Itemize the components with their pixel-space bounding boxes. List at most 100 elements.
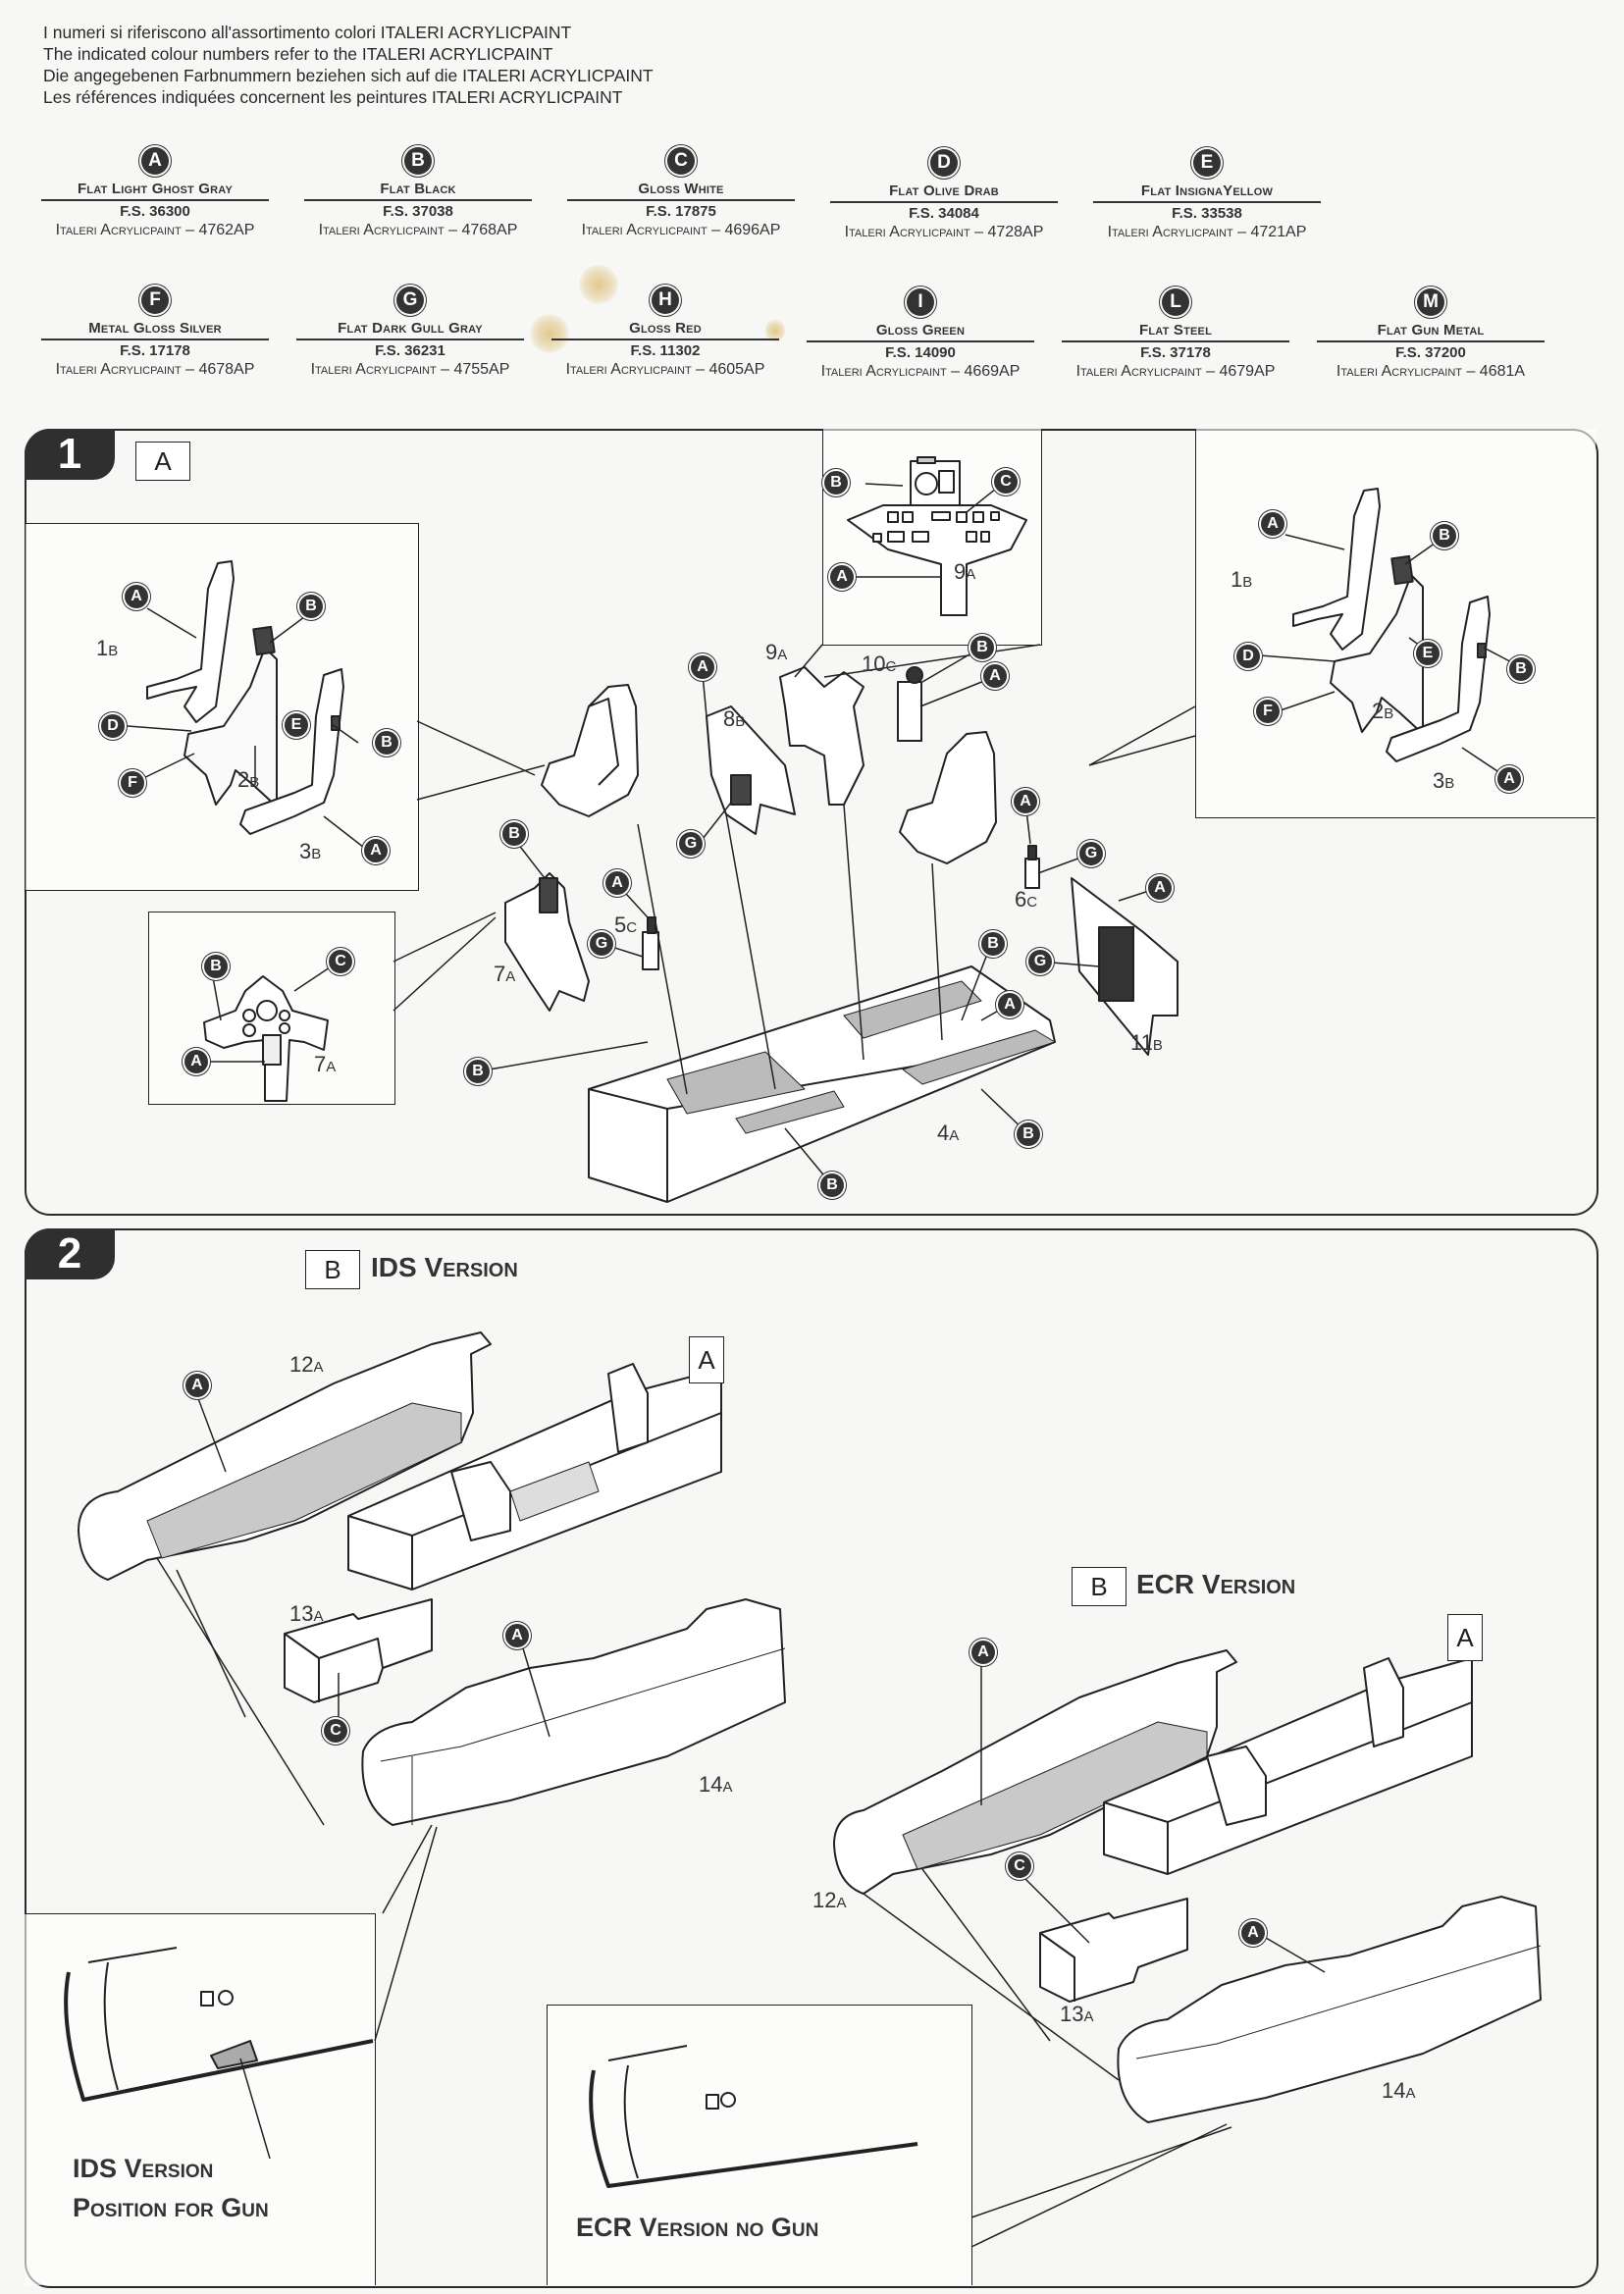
color-callout-b: B: [502, 822, 526, 846]
color-callout-b: B: [204, 955, 228, 978]
stick-part-5c: [642, 916, 659, 970]
sprue-letter: A: [326, 1059, 337, 1075]
part-label-14a: 14A: [699, 1772, 733, 1798]
part-number: 7: [314, 1052, 327, 1076]
color-callout-a: A: [971, 1641, 995, 1664]
ids-gun-caption: IDS Version Position for Gun: [73, 2149, 269, 2227]
color-paint-code: Italeri Acrylicpaint – 4696AP: [581, 222, 781, 238]
color-card-b: B Flat Black F.S. 37038 Italeri Acrylicp…: [304, 147, 532, 239]
color-callout-a: A: [1241, 1921, 1265, 1945]
step-number: 2: [25, 1228, 115, 1279]
part-number: 14: [699, 1772, 723, 1797]
part-number: 10: [862, 652, 886, 676]
color-paint-code: Italeri Acrylicpaint – 4768AP: [318, 222, 518, 238]
ids-caption-line-2: Position for Gun: [73, 2193, 269, 2222]
sprue-letter: B: [1152, 1037, 1163, 1054]
color-callout-b: B: [820, 1173, 844, 1197]
sprue-letter: A: [966, 566, 976, 583]
part-number: 1: [96, 636, 109, 660]
sprue-letter: B: [1444, 775, 1455, 792]
panel-part-8b: [706, 705, 796, 835]
color-callout-a: A: [830, 565, 854, 589]
color-callout-a: A: [505, 1624, 529, 1647]
sprue-letter: B: [1384, 705, 1394, 722]
part-label-2b: 2B: [237, 767, 259, 793]
part-label-13a: 13A: [1060, 2002, 1094, 2027]
ecr-sprue-box: A: [1447, 1614, 1483, 1661]
color-fs: F.S. 36231: [375, 342, 445, 359]
seat-assembly-main: [541, 684, 639, 817]
sprue-letter: C: [885, 658, 897, 675]
part-number: 2: [237, 767, 250, 792]
sprue-letter: B: [108, 643, 119, 659]
color-callout-b: B: [299, 595, 323, 618]
part-number: 4: [937, 1121, 950, 1145]
color-card-d: D Flat Olive Drab F.S. 34084 Italeri Acr…: [830, 149, 1058, 241]
panel-part-9a: [779, 666, 864, 806]
sprue-letter: A: [949, 1127, 960, 1144]
ecr-box-label: B: [1072, 1567, 1126, 1606]
forward-fuselage-14a-ids: [361, 1598, 786, 1826]
color-card-e: E Flat InsignaYellow F.S. 33538 Italeri …: [1093, 149, 1321, 241]
sprue-letter: B: [311, 846, 322, 862]
color-paint-code: Italeri Acrylicpaint – 4679AP: [1075, 363, 1276, 380]
part-label-12a: 12A: [289, 1352, 324, 1378]
part-label-9a: 9A: [765, 640, 787, 665]
ids-caption-line-1: IDS Version: [73, 2154, 214, 2183]
part-number: 1: [1231, 567, 1243, 592]
part-label-11b: 11B: [1130, 1030, 1163, 1056]
color-paint-code: Italeri Acrylicpaint – 4762AP: [55, 222, 255, 238]
color-callout-c: C: [1008, 1854, 1031, 1878]
part-label-9a: 9A: [954, 559, 975, 585]
paint-reference-intro: I numeri si riferiscono all'assortimento…: [43, 22, 654, 108]
color-name: Flat Steel: [1062, 322, 1289, 342]
sprue-letter: A: [1405, 2085, 1416, 2102]
part-label-1b: 1B: [1231, 567, 1252, 593]
sprue-letter: B: [735, 713, 746, 730]
cockpit-tub-4a: [588, 965, 1056, 1203]
part-label-14a: 14A: [1382, 2078, 1416, 2104]
color-callout-c: C: [329, 950, 352, 973]
color-callout-a: A: [184, 1050, 208, 1073]
sprue-letter: A: [722, 1779, 733, 1796]
color-badge: M: [1417, 288, 1444, 316]
part-number: 12: [812, 1888, 837, 1912]
ecr-no-gun-caption: ECR Version no Gun: [576, 2213, 819, 2242]
cockpit-assembly-ids: [347, 1363, 722, 1590]
color-callout-b: B: [375, 731, 398, 755]
part-number: 2: [1372, 699, 1385, 723]
sprue-letter: A: [777, 647, 788, 663]
part-number: 9: [765, 640, 778, 664]
color-card-f: F Metal Gloss Silver F.S. 17178 Italeri …: [41, 287, 269, 379]
color-badge: E: [1193, 149, 1221, 177]
color-fs: F.S. 17178: [120, 342, 190, 359]
part-number: 11: [1130, 1030, 1153, 1055]
sprue-letter: C: [626, 919, 638, 936]
color-name: Flat Dark Gull Gray: [296, 320, 524, 340]
color-name: Gloss Red: [551, 320, 779, 340]
ids-version-title: IDS Version: [371, 1252, 518, 1282]
cockpit-assembly-ecr: [1103, 1657, 1473, 1875]
part-number: 6: [1015, 887, 1027, 912]
color-fs: F.S. 11302: [630, 342, 701, 359]
color-callout-c: C: [324, 1719, 347, 1743]
color-badge: L: [1162, 288, 1189, 316]
color-paint-code: Italeri Acrylicpaint – 4721AP: [1107, 224, 1307, 240]
color-badge: D: [930, 149, 958, 177]
part-label-6c: 6C: [1015, 887, 1037, 912]
part-label-7a: 7A: [314, 1052, 336, 1077]
color-callout-a: A: [1497, 767, 1521, 791]
part-label-12a: 12A: [812, 1888, 847, 1913]
color-paint-code: Italeri Acrylicpaint – 4669AP: [820, 363, 1021, 380]
color-card-c: C Gloss White F.S. 17875 Italeri Acrylic…: [567, 147, 795, 239]
color-fs: F.S. 14090: [885, 344, 956, 361]
part-number: 8: [723, 706, 736, 731]
color-name: Flat Light Ghost Gray: [41, 181, 269, 201]
ids-sprue-box: A: [689, 1336, 724, 1383]
color-fs: F.S. 37038: [383, 203, 453, 220]
color-card-h: H Gloss Red F.S. 11302 Italeri Acrylicpa…: [551, 287, 779, 379]
color-callout-d: D: [1236, 645, 1260, 668]
color-badge: G: [396, 287, 424, 314]
color-name: Gloss Green: [807, 322, 1034, 342]
